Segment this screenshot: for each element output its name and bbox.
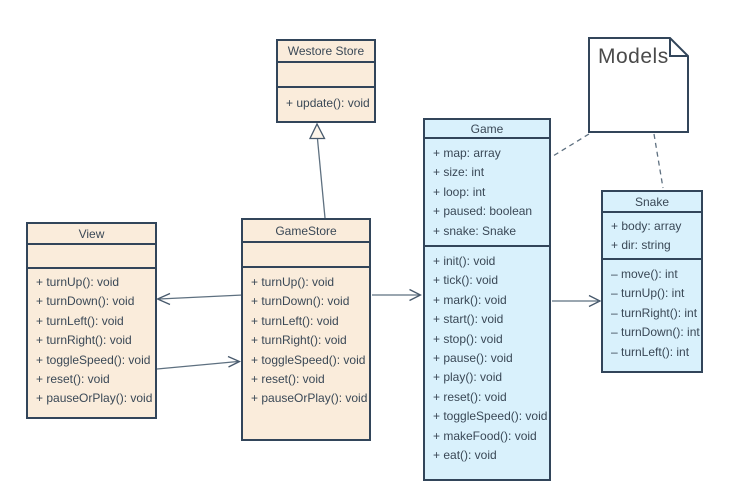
class-title-gamestore: GameStore [243,220,369,243]
methods-compartment-westore-store: + update(): void [278,88,374,121]
member-row: + turnDown(): void [36,294,135,309]
member-row: + paused: boolean [433,204,533,219]
member-row: + body: array [611,219,682,233]
member-row: + turnUp(): void [36,275,120,289]
methods-compartment-snake: – move(): int – turnUp(): int – turnRight(… [603,260,701,371]
member-row: + toggleSpeed(): void [251,352,366,367]
member-row: + mark(): void [433,292,507,307]
class-view: View + turnUp(): void+ turnDown(): void+… [26,222,157,419]
member-row: – turnLeft(): int [611,344,690,359]
class-snake: Snake + body: array + dir: string – move(… [601,190,703,373]
edge-association-game-snake [552,294,602,308]
attributes-compartment-snake: + body: array + dir: string [603,213,701,260]
class-title-westore-store: Westore Store [278,41,374,63]
member-row: + toggleSpeed(): void [433,409,548,424]
methods-compartment-gamestore: + turnUp(): void + turnDown(): void + turn… [243,268,369,439]
member-row: – turnRight(): int [611,305,698,320]
member-row: + turnRight(): void [36,333,132,348]
methods-compartment-game: + init(): void + tick(): void + mark(): vo… [425,247,549,479]
edge-association-gamestore-view [155,292,244,306]
member-row: + eat(): void [433,448,497,463]
member-row: – turnDown(): int [611,325,700,340]
note-shape [588,37,689,133]
member-row: + dir: string [611,238,671,253]
member-row: + tick(): void [433,273,499,288]
member-row: + snake: Snake [433,223,517,238]
member-row: – move(): int [611,267,678,281]
member-row: + reset(): void [36,372,110,387]
member-row: + pauseOrPlay(): void [36,391,153,406]
member-row: + reset(): void [433,389,507,404]
member-row: + pauseOrPlay(): void [251,391,368,406]
edge-dashed-models-game [552,133,590,157]
class-game: Game + map: array+ size: int+ loop: int+… [423,118,551,481]
class-title-view: View [28,224,155,245]
member-row: + update(): void [286,96,370,110]
note-models-label: Models [598,45,669,68]
member-row: + toggleSpeed(): void [36,352,151,367]
member-row: + turnLeft(): void [36,313,124,328]
edge-association-view-gamestore [156,355,242,370]
member-row: + start(): void [433,312,504,327]
attributes-compartment-view [28,245,155,269]
class-title-snake: Snake [603,192,701,213]
member-row: + makeFood(): void [433,428,537,443]
edge-dashed-models-snake [653,133,664,189]
member-row: + size: int [433,165,485,180]
member-row: + turnUp(): void [251,275,335,289]
attributes-compartment-gamestore [243,243,369,268]
member-row: + turnDown(): void [251,294,350,309]
member-row: + turnRight(): void [251,333,347,348]
edge-generalization-gamestore-westore [308,122,326,219]
member-row: + play(): void [433,370,503,385]
member-row: + loop: int [433,184,486,199]
class-title-game: Game [425,120,549,139]
methods-compartment-view: + turnUp(): void + turnDown(): void + turn… [28,269,155,417]
member-row: + stop(): void [433,331,503,346]
member-row: + pause(): void [433,351,513,366]
member-row: + reset(): void [251,372,325,387]
class-westore-store: Westore Store + update(): void [276,39,376,123]
member-row: – turnUp(): int [611,286,685,301]
edge-association-gamestore-game [372,288,422,302]
member-row: + map: array [433,146,501,160]
member-row: + turnLeft(): void [251,313,339,328]
member-row: + init(): void [433,254,496,268]
note-models: Models [588,37,689,133]
attributes-compartment-game: + map: array + size: int + loop: int + paus… [425,139,549,247]
class-gamestore: GameStore + turnUp(): void + turnDown(): … [241,218,371,441]
attributes-compartment-westore-store [278,63,374,88]
